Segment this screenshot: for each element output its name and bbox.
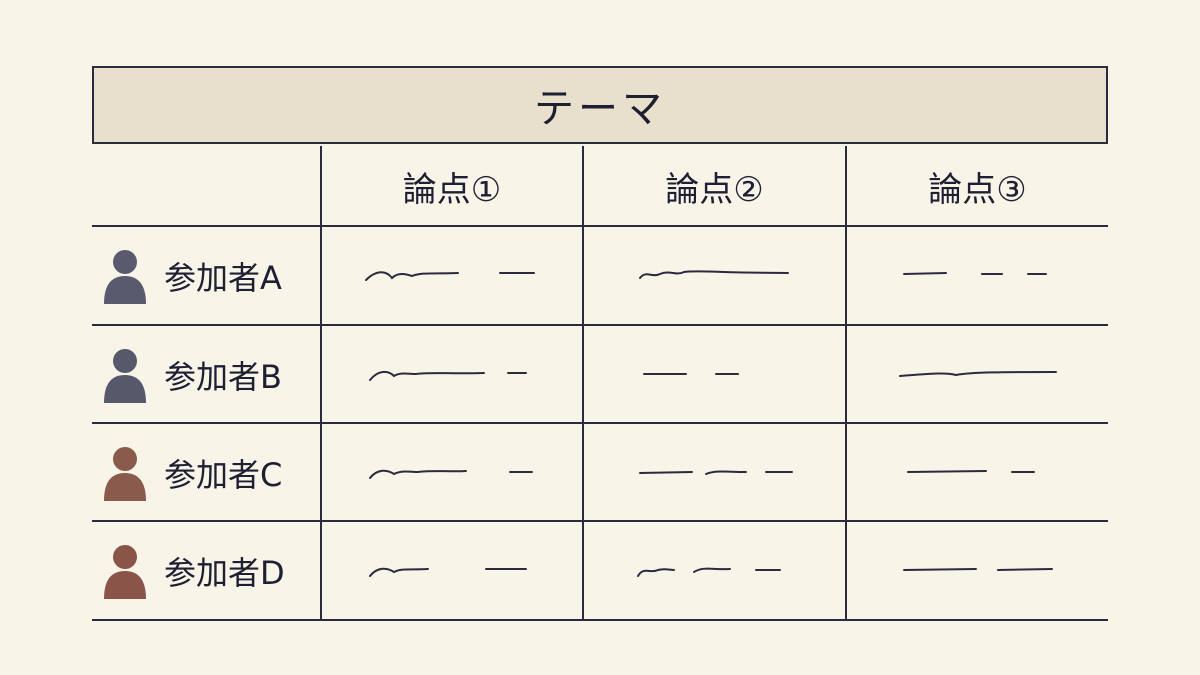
column-divider (845, 146, 847, 620)
scribble-placeholder (366, 362, 536, 386)
scribble-placeholder (900, 262, 1060, 286)
scribble-placeholder (896, 362, 1066, 386)
person-icon (104, 447, 146, 501)
theme-title: テーマ (534, 86, 666, 132)
participant-name: 参加者C (164, 456, 283, 494)
participant-row-b: 参加者B (100, 326, 320, 424)
header-divider (92, 225, 1108, 227)
row-divider (92, 324, 1108, 326)
participant-name: 参加者A (164, 259, 282, 297)
column-header-1: 論点① (402, 169, 502, 210)
participant-row-d: 参加者D (100, 522, 320, 620)
participant-name: 参加者B (164, 358, 282, 396)
scribble-placeholder (362, 262, 542, 286)
scribble-placeholder (636, 262, 796, 286)
scribble-placeholder (366, 460, 546, 484)
scribble-placeholder (366, 558, 536, 582)
participant-row-a: 参加者A (100, 227, 320, 325)
person-icon (104, 349, 146, 403)
participant-name: 参加者D (164, 554, 285, 592)
scribble-placeholder (640, 362, 750, 386)
column-header-2: 論点② (665, 169, 764, 210)
person-icon (104, 545, 146, 599)
row-divider (92, 422, 1108, 424)
column-divider (320, 146, 322, 620)
scribble-placeholder (634, 558, 794, 582)
table-bottom-line (92, 619, 1108, 621)
scribble-placeholder (904, 460, 1044, 484)
scribble-placeholder (636, 460, 806, 484)
column-divider (582, 146, 584, 620)
row-divider (92, 520, 1108, 522)
person-icon (104, 250, 146, 304)
scribble-placeholder (900, 558, 1060, 582)
column-header-3: 論点③ (928, 169, 1027, 210)
title-band (92, 66, 1108, 144)
participant-row-c: 参加者C (100, 424, 320, 522)
